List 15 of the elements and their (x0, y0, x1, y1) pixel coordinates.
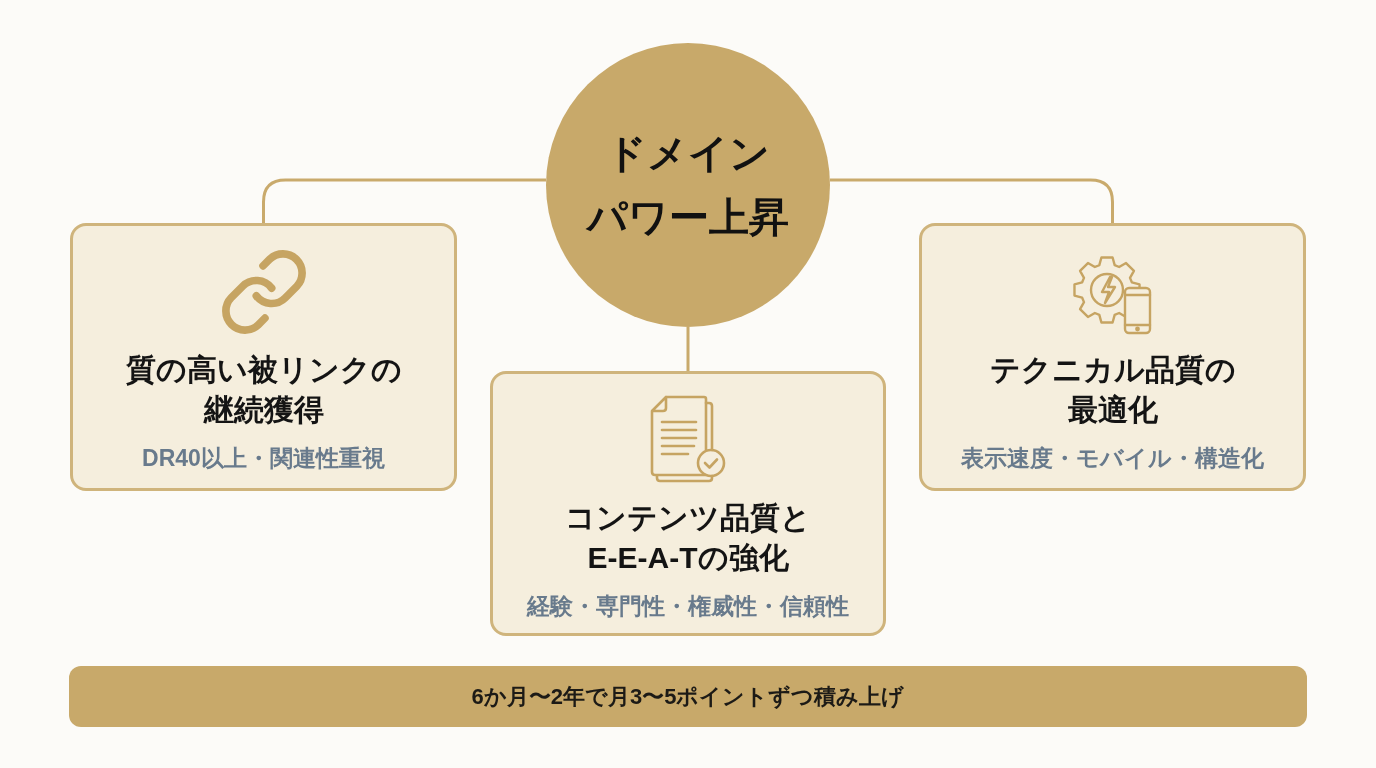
card-subtitle: 経験・専門性・権威性・信頼性 (527, 592, 849, 621)
card-subtitle: 表示速度・モバイル・構造化 (961, 444, 1264, 473)
card-title: テクニカル品質の最適化 (988, 352, 1237, 428)
connector-line (262, 178, 547, 224)
connector-line (829, 178, 1114, 224)
card-subtitle: DR40以上・関連性重視 (142, 444, 385, 473)
connector-line (686, 327, 690, 372)
info-card (490, 371, 886, 636)
info-card (70, 223, 457, 491)
hub-title: ドメインパワー上昇 (585, 130, 790, 241)
card-title: 質の高い被リンクの継続獲得 (124, 352, 403, 428)
summary-text: 6か月〜2年で月3〜5ポイントずつ積み上げ (471, 682, 905, 711)
card-title: コンテンツ品質とE-E-A-Tの強化 (564, 500, 812, 576)
info-card (919, 223, 1306, 491)
summary-bar (69, 666, 1307, 727)
